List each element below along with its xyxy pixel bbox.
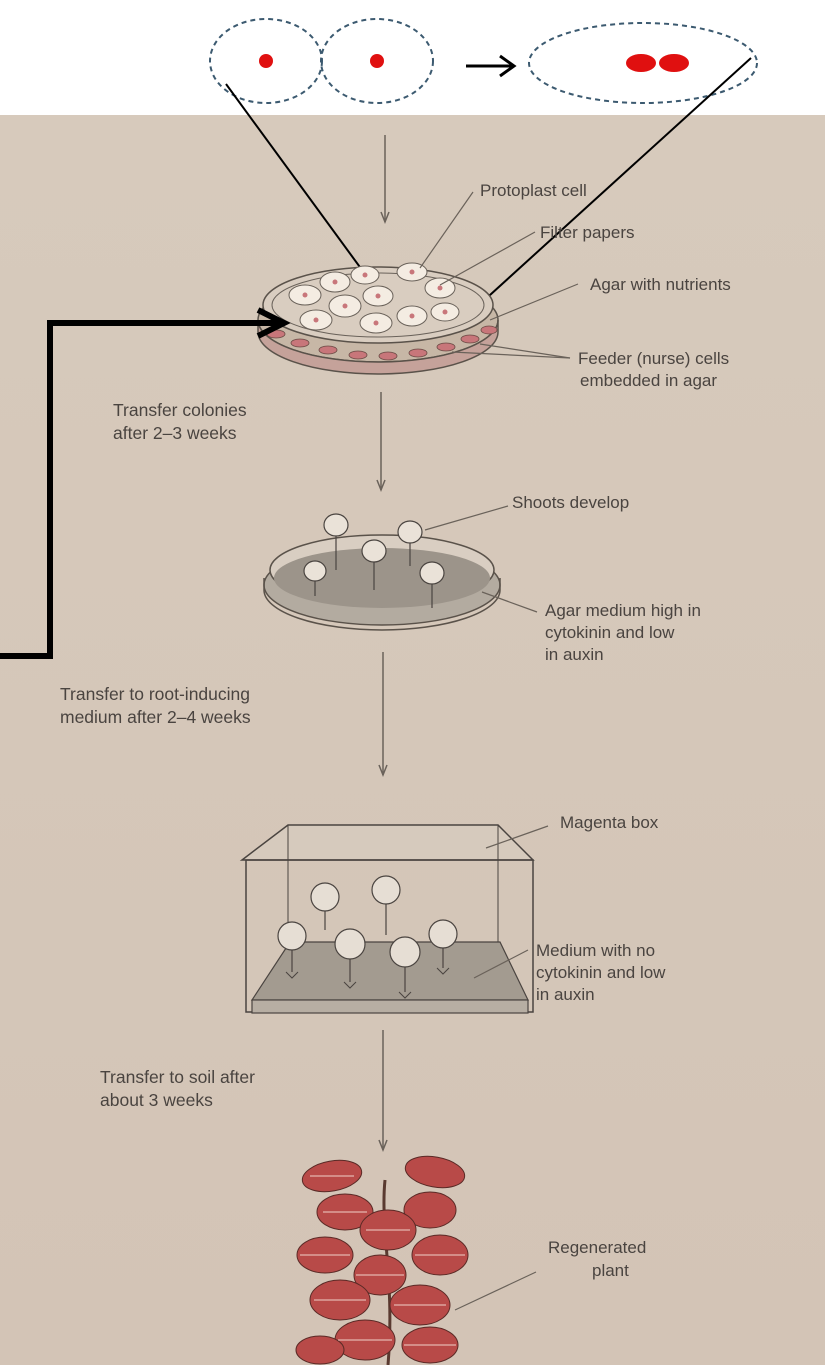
label-medium-no-cytokinin-line3: in auxin [536, 984, 595, 1005]
label-transfer-soil-line2: about 3 weeks [100, 1090, 213, 1111]
label-transfer-root-line2: medium after 2–4 weeks [60, 707, 251, 728]
label-regenerated-line2: plant [592, 1260, 629, 1281]
protoplast-fusion-illustration [210, 19, 757, 103]
label-regenerated-line1: Regenerated [548, 1237, 646, 1258]
nucleus-left [259, 54, 273, 68]
nucleus-right [370, 54, 384, 68]
petri-dish-protoplast-culture [258, 263, 498, 374]
label-magenta-box: Magenta box [560, 812, 658, 833]
label-transfer-colonies-line1: Transfer colonies [113, 400, 247, 421]
label-transfer-root-line1: Transfer to root-inducing [60, 684, 250, 705]
label-transfer-soil-line1: Transfer to soil after [100, 1067, 255, 1088]
label-agar-medium-line2: cytokinin and low [545, 622, 674, 643]
label-agar-medium-line1: Agar medium high in [545, 600, 701, 621]
label-transfer-colonies-line2: after 2–3 weeks [113, 423, 237, 444]
label-medium-no-cytokinin-line1: Medium with no [536, 940, 655, 961]
label-agar-nutrients: Agar with nutrients [590, 274, 731, 295]
fused-nucleus-1 [626, 54, 656, 72]
fused-nucleus-2 [659, 54, 689, 72]
label-protoplast-cell: Protoplast cell [480, 180, 587, 201]
label-agar-medium-line3: in auxin [545, 644, 604, 665]
label-filter-papers: Filter papers [540, 222, 634, 243]
label-shoots-develop: Shoots develop [512, 492, 629, 513]
label-medium-no-cytokinin-line2: cytokinin and low [536, 962, 665, 983]
fusion-arrow [466, 56, 514, 76]
label-feeder-cells-line1: Feeder (nurse) cells [578, 348, 729, 369]
label-feeder-cells-line2: embedded in agar [580, 370, 717, 391]
